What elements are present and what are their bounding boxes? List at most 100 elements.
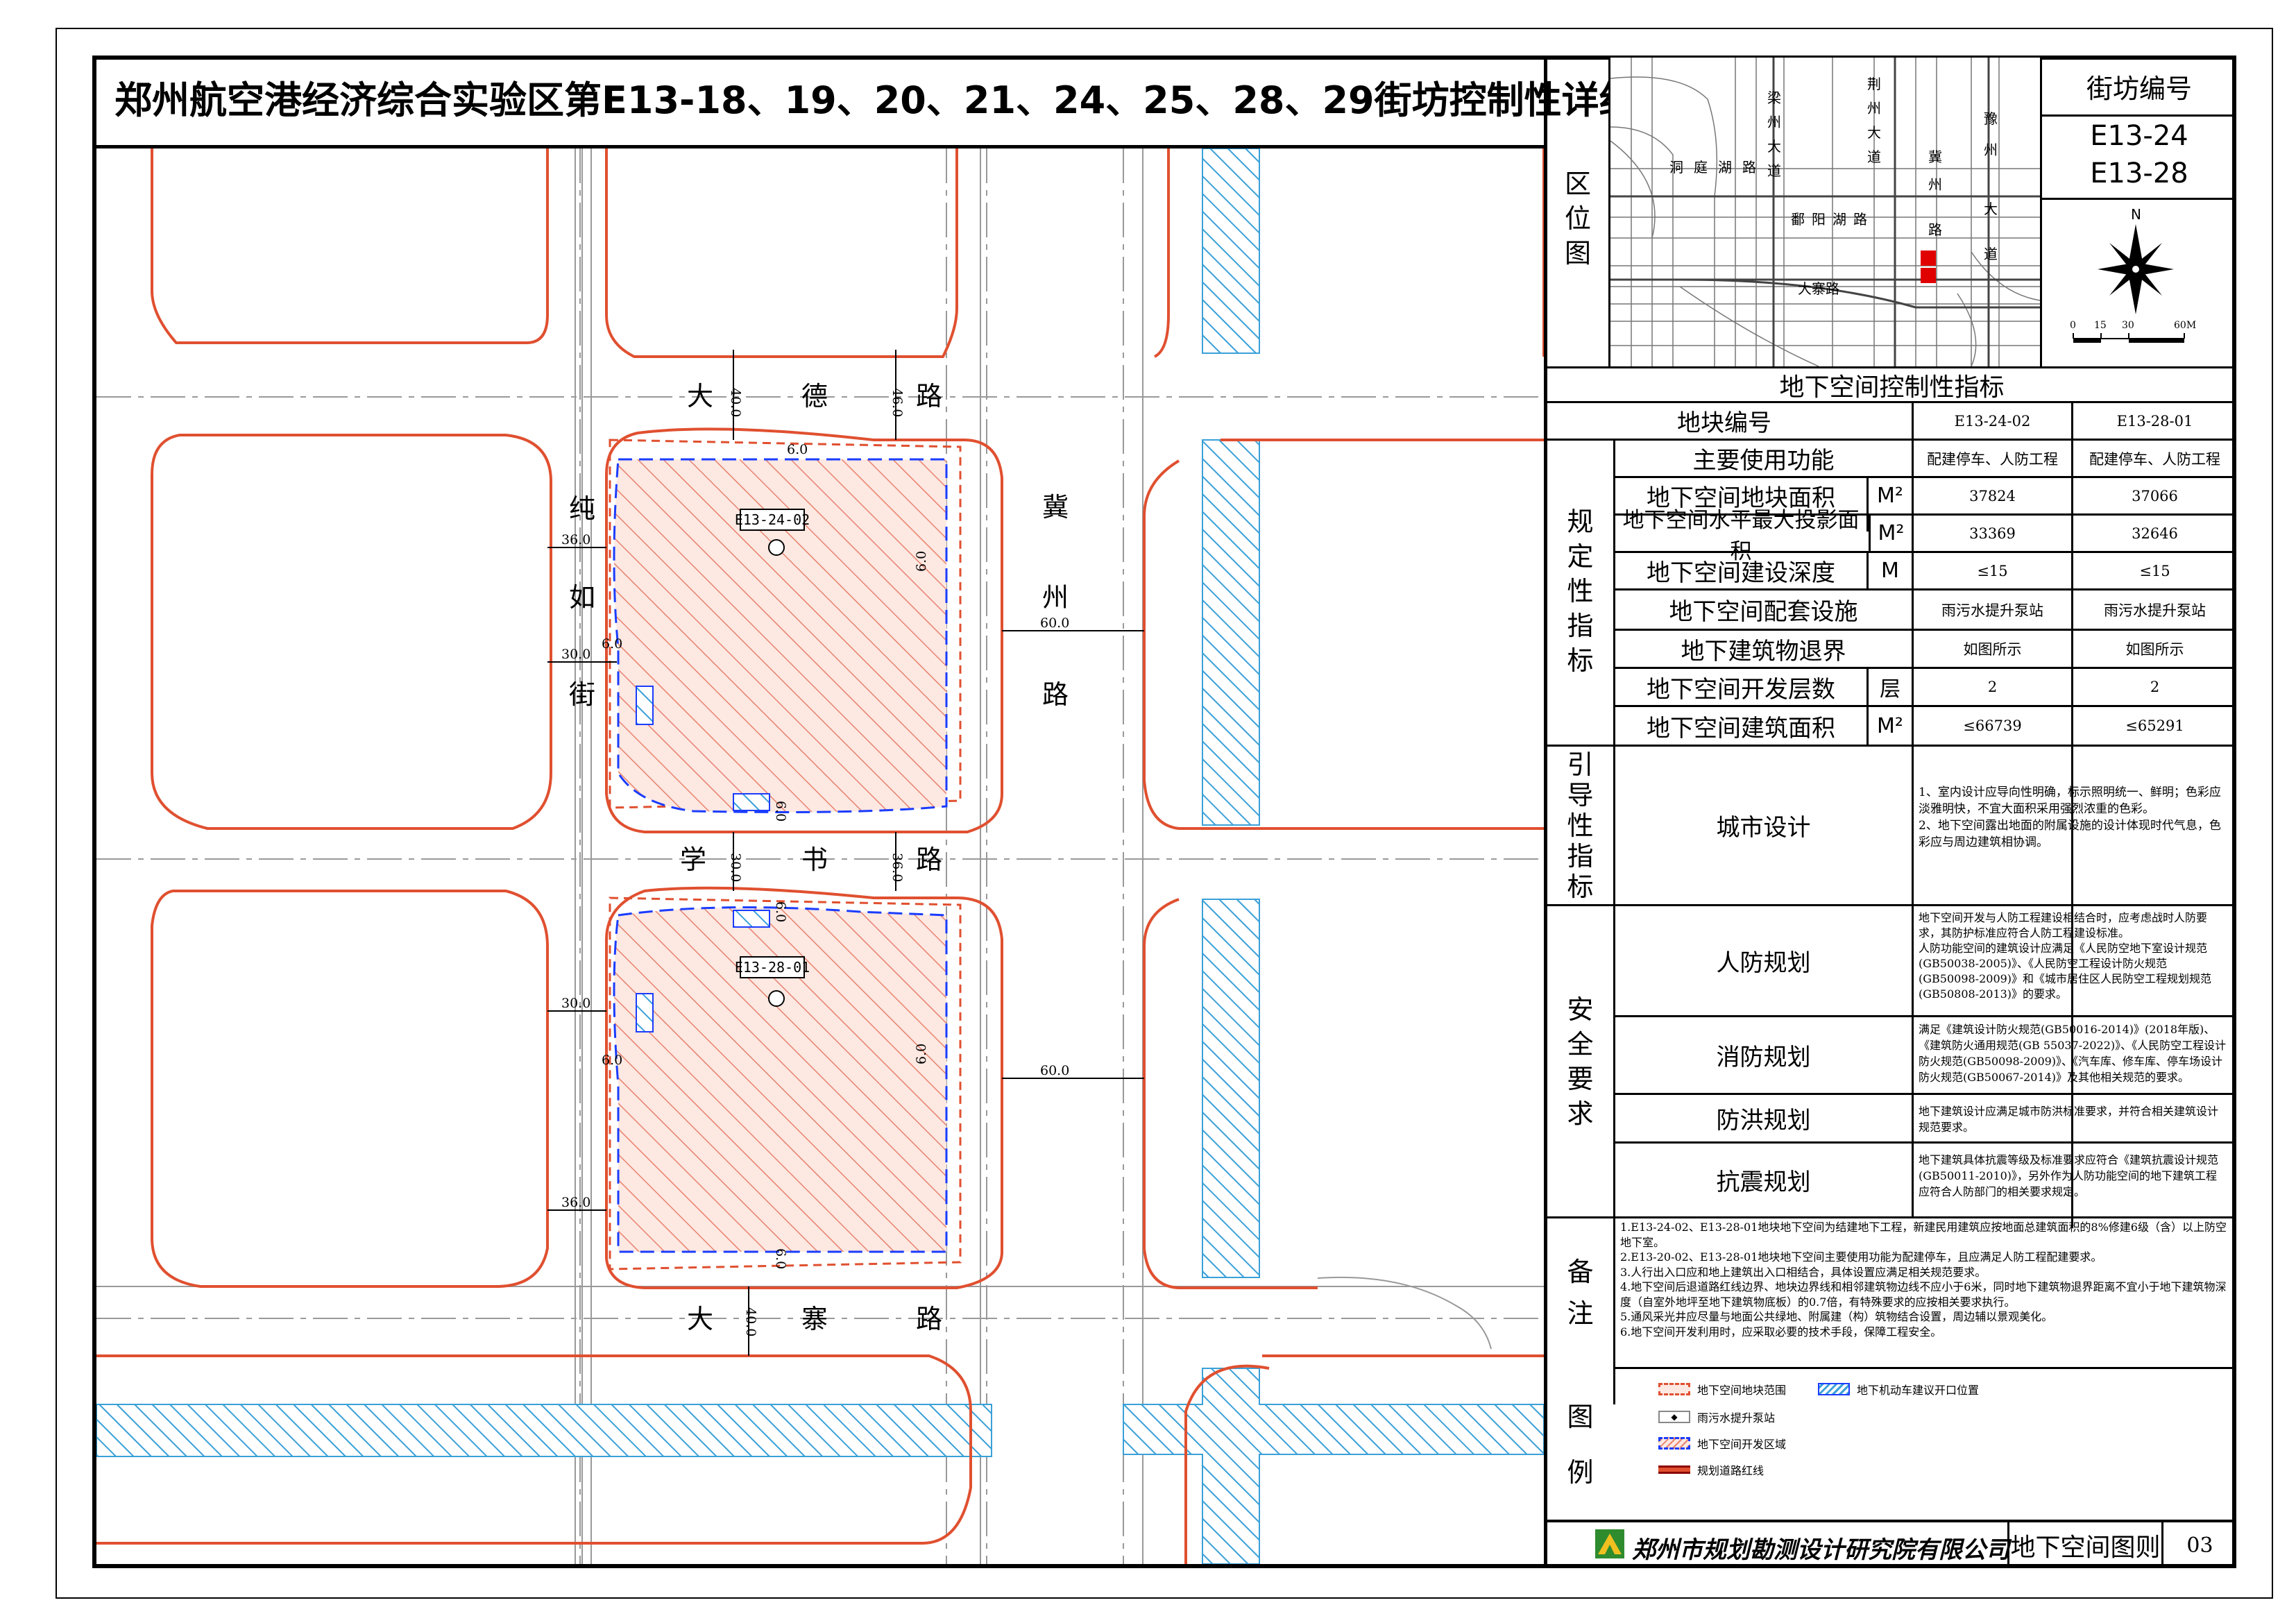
note-line: 1.E13-24-02、E13-28-01地块地下空间为结建地下工程，新建民用建… <box>1620 1221 2227 1249</box>
outer-frame <box>56 28 2273 1599</box>
legend-item-entrance: 地下机动车建议开口位置 <box>1818 1381 1979 1397</box>
svg-text:大: 大 <box>1767 138 1781 155</box>
grid-line <box>1547 1520 2236 1522</box>
svg-text:路: 路 <box>1928 221 1942 238</box>
grid-line <box>1547 904 2236 906</box>
plot-id: E13-24-02 <box>1954 412 2031 430</box>
grid-line <box>1912 745 1914 904</box>
dim-label: 60.0 <box>1040 1063 1069 1078</box>
note-line: 2.E13-20-02、E13-28-01地块地下空间主要使用功能为配建停车，且… <box>1620 1250 2102 1264</box>
road-name-jizhou: 州 <box>1042 582 1069 613</box>
safety-text: 地下建筑具体抗震等级及标准要求应符合《建筑抗震设计规范(GB50011-2010… <box>1919 1153 2219 1198</box>
compass-scale: N 0 15 30 60M <box>2070 206 2196 343</box>
guidance-item: 城市设计 <box>1716 814 1811 842</box>
dim-label: 6.0 <box>773 901 788 922</box>
location-label: 区位图 <box>1564 169 1591 269</box>
safety-item: 消防规划 <box>1716 1044 1811 1071</box>
road-name-dazhai: 路 <box>916 1304 942 1334</box>
road-name-dade: 德 <box>801 381 828 411</box>
svg-text:豫: 豫 <box>1984 110 1998 127</box>
note-line: 5.通风采光井应尽量与地面公共绿地、附属建（构）筑物结合设置，周边辅以景观美化。 <box>1620 1310 2053 1323</box>
grid-line <box>1547 439 2236 441</box>
svg-text:道: 道 <box>1984 246 1998 262</box>
indicator-value: 33369 <box>1969 525 2016 542</box>
development-swatch-icon <box>1658 1437 1690 1450</box>
dim-label: 36.0 <box>561 532 590 547</box>
indicator-label: 地下空间建筑面积 <box>1647 714 1835 742</box>
safety-item: 抗震规划 <box>1716 1169 1811 1196</box>
grid-line <box>1613 1141 2236 1144</box>
entrance-swatch-icon <box>1818 1383 1850 1395</box>
company-logo-icon <box>1595 1529 1624 1558</box>
dim-label: 6.0 <box>787 442 808 457</box>
mandatory-indicators-label: 规定性指标 <box>1567 507 1594 676</box>
road-name-dazhai: 寨 <box>801 1304 828 1334</box>
plot-id: E13-28-01 <box>2116 412 2193 430</box>
indicator-value: 配建停车、人防工程 <box>2089 450 2220 468</box>
road-redline-swatch-icon <box>1658 1465 1690 1474</box>
svg-text:冀: 冀 <box>1928 148 1942 165</box>
indicator-value: 37066 <box>2132 487 2178 504</box>
svg-text:湖: 湖 <box>1832 211 1846 228</box>
grid-line <box>2071 401 2073 1228</box>
indicator-label: 地下空间配套设施 <box>1669 598 1858 626</box>
indicator-value: ≤65291 <box>2125 717 2184 734</box>
company-name: 郑州市规划勘测设计研究院有限公司 <box>1632 1536 2009 1564</box>
svg-text:梁: 梁 <box>1767 90 1781 106</box>
road-name-jizhou: 冀 <box>1042 492 1069 522</box>
drawing-title: 郑州航空港经济综合实验区第E13-18、19、20、21、24、25、28、29… <box>114 78 1712 122</box>
svg-text:州: 州 <box>1867 100 1881 117</box>
road-name-jizhou: 路 <box>1042 679 1069 710</box>
note-line: 3.人行出入口应和地上建筑出入口相结合，具体设置应满足相关规范要求。 <box>1620 1265 1987 1279</box>
grid-line <box>1613 1093 2236 1095</box>
indicator-value: ≤15 <box>1977 562 2008 579</box>
grid-line <box>1613 1015 2236 1017</box>
indicator-value: 如图所示 <box>1963 641 2022 658</box>
indicator-value: 如图所示 <box>2125 641 2184 658</box>
svg-text:荆: 荆 <box>1867 76 1881 92</box>
dim-label: 30.0 <box>561 647 590 662</box>
guidance-label: 引导性指标 <box>1567 749 1594 902</box>
svg-text:州: 州 <box>1984 142 1998 158</box>
grid-line <box>1547 745 2236 747</box>
guidance-text: 1、室内设计应导向性明确，标示照明统一、鲜明；色彩应淡雅明快，不宜大面积采用强烈… <box>1919 785 2221 849</box>
dim-label: 6.0 <box>602 636 622 652</box>
safety-item: 人防规划 <box>1716 949 1811 977</box>
legend-item-redline: 规划道路红线 <box>1658 1461 1764 1478</box>
dashed-red-swatch-icon <box>1658 1383 1690 1395</box>
indicator-label: 地下空间建设深度 <box>1647 559 1835 587</box>
parcel-label-1: E13-24-02 <box>735 511 810 528</box>
svg-text:路: 路 <box>1742 159 1756 176</box>
svg-text:路: 路 <box>1853 211 1867 228</box>
indicator-value: 配建停车、人防工程 <box>1927 450 2058 468</box>
notes-list: 1.E13-24-02、E13-28-01地块地下空间为结建地下工程，新建民用建… <box>1620 1220 2231 1339</box>
north-label: N <box>2131 206 2141 223</box>
indicator-value: ≤66739 <box>1963 717 2022 734</box>
grid-line <box>1547 366 2236 368</box>
inner-frame <box>92 56 2236 1568</box>
note-line: 4.地下空间后退道路红线边界、地块边界线和相邻建筑物边线不应小于6米，同时地下建… <box>1620 1280 2227 1309</box>
legend-label: 图例 <box>1567 1401 1594 1488</box>
indicator-value: 雨污水提升泵站 <box>1941 602 2043 619</box>
svg-text:道: 道 <box>1867 148 1881 165</box>
indicator-unit: 层 <box>1880 677 1900 702</box>
svg-text:大: 大 <box>1867 124 1881 141</box>
grid-line <box>1608 56 1610 368</box>
grid-line <box>2161 1520 2163 1568</box>
svg-text:湖: 湖 <box>1718 159 1732 176</box>
grid-line <box>1912 401 1914 745</box>
dim-label: 6.0 <box>602 1053 622 1068</box>
svg-text:洞: 洞 <box>1669 159 1683 176</box>
svg-text:道: 道 <box>1767 162 1781 179</box>
indicator-value: 2 <box>1987 679 1998 695</box>
indicator-value: 雨污水提升泵站 <box>2104 602 2206 619</box>
svg-text:州: 州 <box>1767 114 1781 130</box>
road-name-dade: 路 <box>916 381 942 411</box>
title-bar <box>92 56 1544 148</box>
indicator-unit: M² <box>1877 484 1903 508</box>
grid-line <box>1547 401 2236 403</box>
dim-label: 30.0 <box>728 853 743 882</box>
location-map: 荆 州 大 道 梁 州 大 道 洞 庭 湖 路 鄱 阳 湖 路 冀 州 路 豫 … <box>1610 58 2040 366</box>
indicator-label: 地下空间开发层数 <box>1647 675 1835 704</box>
plot-header: 地块编号 <box>1677 409 1771 437</box>
